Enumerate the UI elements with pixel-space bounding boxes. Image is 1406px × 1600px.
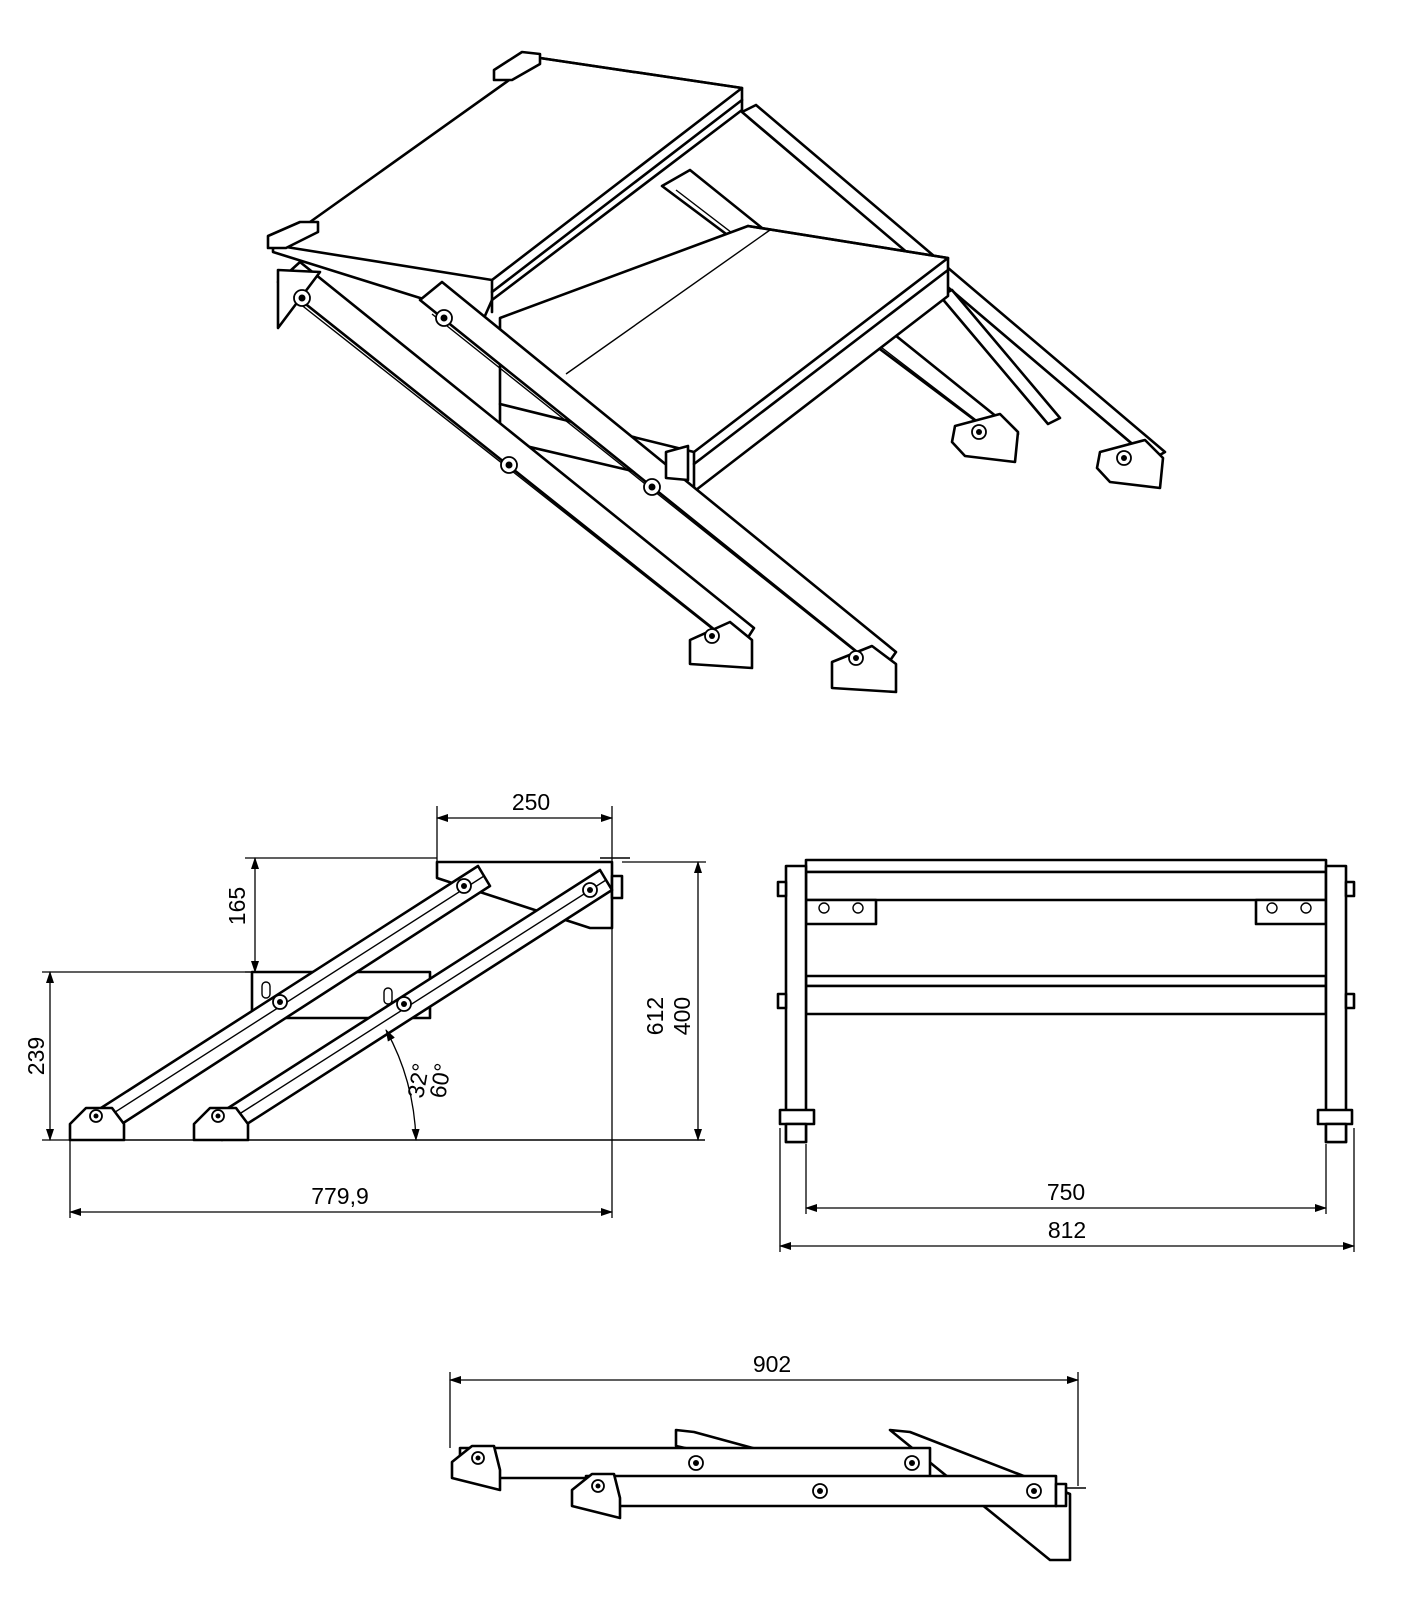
front-top-tread-lip (804, 858, 1328, 874)
front-lower-tread (804, 984, 1328, 1016)
folded-view: 902 (449, 1351, 1086, 1562)
iso-front-leg-left (276, 260, 756, 670)
iso-front-leg-right (418, 280, 898, 694)
side-view: 250 165 239 612 400 60° 32° 779,9 (23, 789, 706, 1218)
iso-hook-right (492, 50, 542, 82)
dim-750: 750 (1047, 1179, 1085, 1205)
dim-239: 239 (23, 1037, 49, 1075)
folded-foot-rear (570, 1472, 622, 1520)
front-post-right (1316, 864, 1356, 1144)
dim-612: 612 (642, 997, 668, 1035)
front-view: 750 812 (776, 858, 1356, 1252)
front-lower-tread-lip (804, 974, 1328, 988)
front-top-tread (804, 870, 1328, 902)
iso-lower-tread (498, 224, 950, 492)
isometric-view (266, 50, 1167, 694)
dim-400: 400 (669, 997, 695, 1035)
iso-upper-tread (266, 50, 744, 320)
dim-250: 250 (512, 789, 550, 815)
iso-rear-leg-right (740, 103, 1167, 490)
angle-32: 32° (402, 1061, 434, 1100)
iso-hook-left (266, 220, 320, 250)
front-post-left (776, 864, 816, 1144)
folded-foot-front (450, 1444, 502, 1492)
dim-812: 812 (1048, 1217, 1086, 1243)
side-leg-rear (198, 868, 614, 1142)
dim-779-9: 779,9 (311, 1183, 369, 1209)
dim-165: 165 (224, 887, 250, 925)
dim-902: 902 (753, 1351, 791, 1377)
angle-60: 60° (424, 1061, 456, 1100)
